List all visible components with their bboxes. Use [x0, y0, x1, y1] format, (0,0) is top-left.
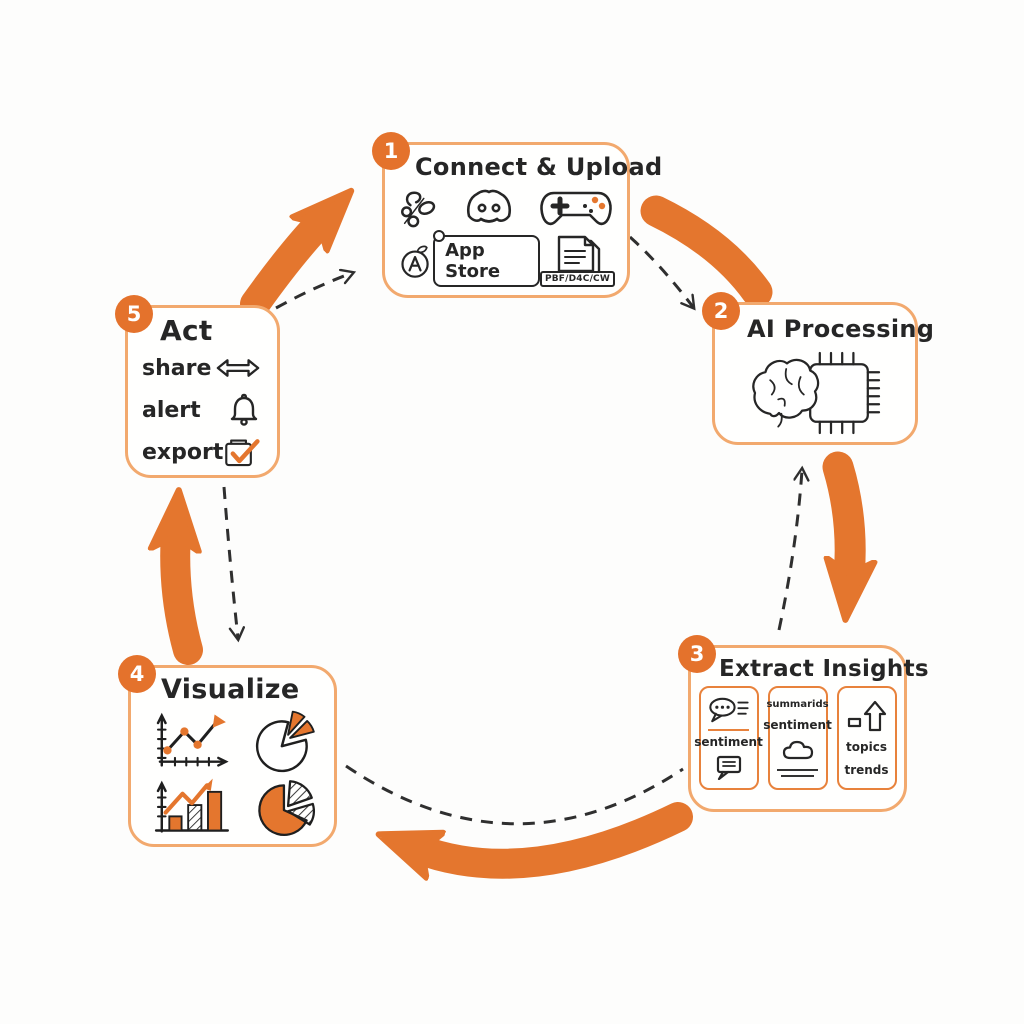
dashed-arc-5-to-1 [275, 273, 352, 310]
step-badge: 2 [702, 292, 740, 330]
card-label: sentiment [694, 735, 763, 750]
step-badge: 1 [372, 132, 410, 170]
bell-icon [230, 393, 258, 426]
card-label: summarids [766, 698, 829, 710]
step-title: Extract Insights [719, 656, 929, 682]
step-box-connect-upload: 1 Connect & Upload [372, 132, 663, 298]
arrow-1-to-2 [640, 195, 773, 308]
pie-chart-exploded-icon [255, 710, 315, 773]
arrow-3-to-4 [418, 802, 693, 864]
source-icons-row [385, 185, 627, 231]
bar-chart-icon [154, 778, 229, 833]
act-row-export: export [128, 431, 277, 473]
insight-card-topics-trends: topics trends [836, 686, 897, 790]
action-label: export [142, 439, 224, 465]
step-badge: 5 [115, 295, 153, 333]
act-row-alert: alert [128, 389, 277, 431]
card-label: trends [844, 762, 889, 777]
step-title: Act [160, 314, 213, 347]
card-label: topics [846, 740, 887, 754]
document-formats-icon: PBF/D4C/CW [539, 235, 615, 287]
square-chat-icon [716, 756, 741, 781]
chat-dots-icon [708, 697, 749, 723]
card-label: sentiment [763, 717, 832, 732]
dashed-arc-3-to-4 [345, 764, 684, 826]
dashed-arc-5-to-4 [222, 486, 238, 638]
step-box-act: 5 Act share alert export [115, 295, 280, 478]
document-icon [558, 235, 601, 277]
pie-chart-filled-icon [257, 780, 315, 837]
insight-card-summaries: summarids sentiment [763, 686, 832, 790]
file-formats-label: PBF/D4C/CW [539, 271, 615, 287]
step-box-ai-processing: 2 AI Processing [702, 292, 935, 445]
card-line [777, 769, 818, 772]
arrow-5-to-1 [240, 221, 322, 319]
step-box-visualize: 4 Visualize [118, 655, 337, 847]
double-arrow-icon [216, 359, 260, 377]
app-store-badge: App Store [433, 230, 540, 287]
act-row-share: share [128, 347, 277, 389]
apple-a-icon [401, 245, 429, 278]
card-divider [707, 728, 750, 731]
squiggle-icon [401, 191, 436, 228]
insight-card-sentiment: sentiment [694, 686, 763, 790]
app-store-label: App Store [445, 240, 501, 282]
brain-chip-icon [752, 351, 881, 435]
dashed-arc-1-to-2 [628, 235, 693, 307]
card-line [781, 775, 814, 778]
step-title: AI Processing [747, 315, 935, 343]
discord-icon [466, 189, 512, 223]
source-icons-row-2: App Store PBF/D4C/CW [385, 230, 627, 287]
arrow-4-to-5 [175, 532, 203, 665]
step-box-extract-insights: 3 Extract Insights sentiment [678, 635, 929, 812]
action-label: alert [142, 397, 201, 423]
cloud-icon [782, 741, 813, 760]
step-badge: 3 [678, 635, 716, 673]
export-check-icon [225, 439, 260, 467]
step-title: Visualize [161, 674, 300, 705]
gamepad-icon [540, 191, 612, 226]
step-badge: 4 [118, 655, 156, 693]
action-label: share [142, 355, 212, 381]
pin-icon [433, 230, 446, 242]
step-title: Connect & Upload [415, 153, 663, 181]
dashed-arc-3-to-2 [777, 470, 802, 631]
bar-up-arrow-icon [847, 700, 886, 731]
line-chart-icon [156, 712, 229, 767]
arrow-2-to-3 [822, 451, 850, 578]
